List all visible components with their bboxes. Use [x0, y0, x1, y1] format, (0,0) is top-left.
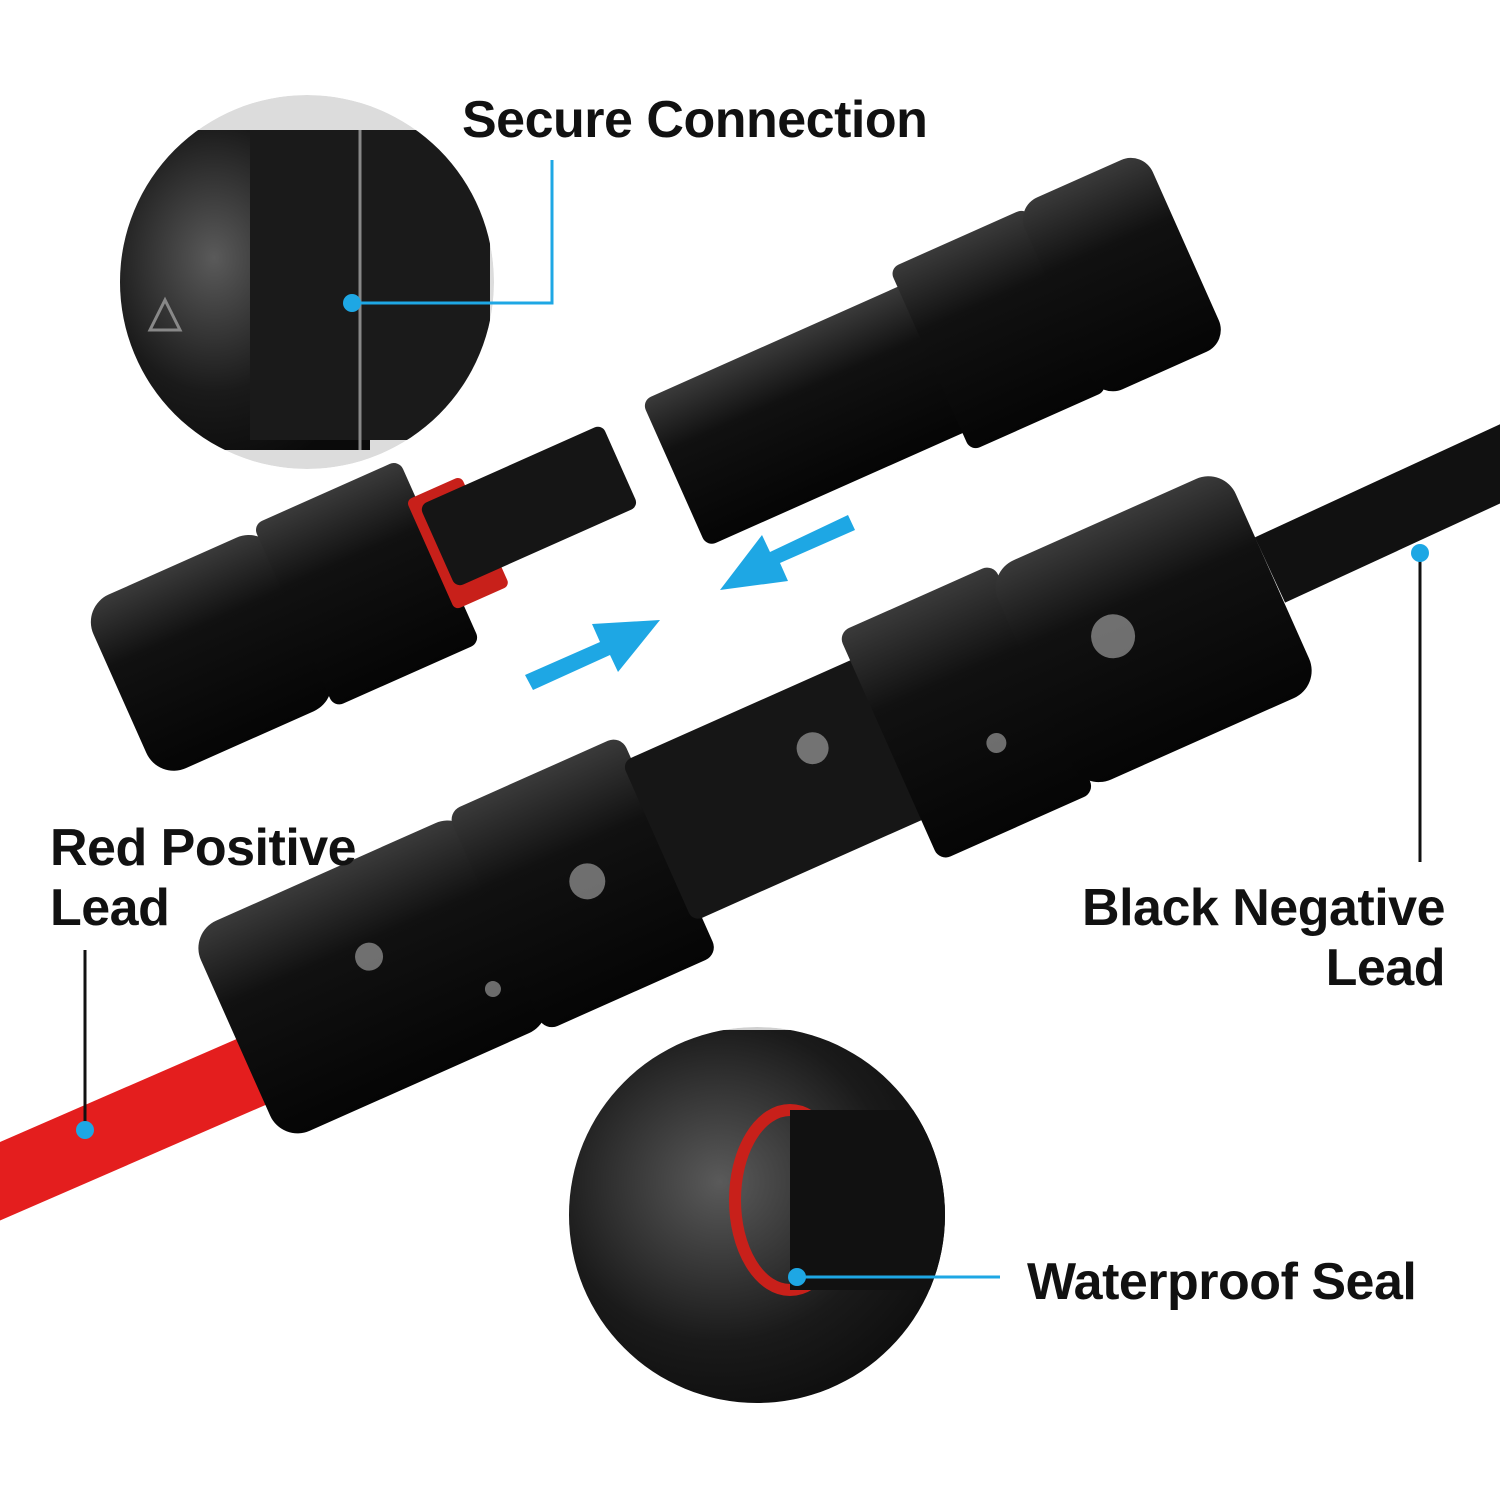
male-connector — [90, 426, 637, 771]
arrow-right-icon — [525, 620, 660, 690]
red-cable — [0, 1021, 305, 1221]
black-lead-line2: Lead — [1325, 939, 1446, 997]
assembled-connector — [198, 476, 1312, 1134]
waterproof-seal-inset — [569, 1027, 945, 1403]
arrow-left-icon — [720, 515, 855, 590]
secure-connection-inset — [120, 95, 494, 469]
leader-lines — [83, 160, 1422, 1279]
female-connector — [644, 157, 1221, 544]
leader-dots — [76, 294, 1429, 1286]
waterproof-seal-label: Waterproof Seal — [1027, 1253, 1417, 1311]
red-lead-line1: Red Positive — [50, 819, 357, 877]
red-positive-lead-label: Red Positive Lead — [50, 818, 357, 938]
red-lead-line2: Lead — [50, 879, 170, 937]
black-lead-line1: Black Negative — [1082, 879, 1445, 937]
secure-connection-label: Secure Connection — [462, 91, 928, 149]
black-cable — [1254, 424, 1500, 603]
black-negative-lead-label: Black Negative Lead — [1082, 878, 1445, 998]
